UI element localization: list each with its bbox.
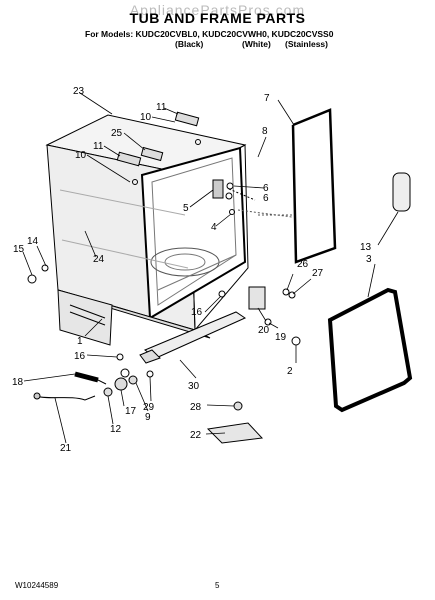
callout-15: 15	[13, 244, 25, 255]
callout-28: 27	[312, 268, 324, 279]
callout-19: 19	[275, 332, 287, 343]
callout-23: 23	[73, 86, 85, 97]
callout-12: 12	[110, 424, 122, 435]
finish-white: (White)	[242, 39, 271, 49]
callout-16b: 16	[191, 307, 203, 318]
callout-11b: 11	[93, 141, 104, 152]
callout-11a: 11	[156, 102, 167, 113]
callout-5: 5	[183, 203, 189, 214]
finish-black: (Black)	[175, 39, 204, 49]
callout-6a: 6	[263, 183, 269, 194]
callout-2: 2	[287, 366, 293, 377]
callout-6b: 6	[263, 193, 269, 204]
top-brackets	[116, 111, 201, 185]
callout-22: 24	[93, 254, 105, 265]
callout-3: 3	[366, 254, 372, 265]
callout-24: 22	[190, 430, 202, 441]
strike-parts	[212, 179, 256, 215]
callout-9: 9	[145, 412, 151, 423]
callout-18: 18	[12, 377, 24, 388]
callout-13: 13	[360, 242, 372, 253]
callout-1: 1	[77, 336, 83, 347]
callout-26: 25	[111, 128, 123, 139]
callout-10b: 10	[75, 150, 87, 161]
callout-16a: 16	[74, 351, 86, 362]
callout-17: 17	[125, 406, 137, 417]
part-18	[74, 371, 107, 385]
callout-25: 28	[190, 402, 202, 413]
tub-gasket	[327, 287, 413, 413]
callout-30: 30	[188, 381, 200, 392]
page-number: 5	[215, 581, 220, 590]
callout-29: 29	[143, 402, 155, 413]
part-13	[392, 172, 411, 212]
callout-27: 26	[297, 259, 309, 270]
callout-21: 21	[60, 443, 72, 454]
finish-stainless: (Stainless)	[285, 39, 328, 49]
page-title: TUB AND FRAME PARTS	[129, 10, 306, 26]
callout-10a: 10	[140, 112, 152, 123]
callout-4: 4	[211, 222, 217, 233]
callout-8: 8	[262, 126, 268, 137]
callout-14: 14	[27, 236, 39, 247]
callout-7: 7	[264, 93, 270, 104]
callout-20: 20	[258, 325, 270, 336]
models-line: For Models: KUDC20CVBL0, KUDC20CVWH0, KU…	[85, 29, 334, 39]
door-seal	[291, 108, 337, 264]
document-number: W10244589	[15, 581, 59, 590]
watermark-text: AppliancePartsPros.com	[129, 2, 306, 18]
